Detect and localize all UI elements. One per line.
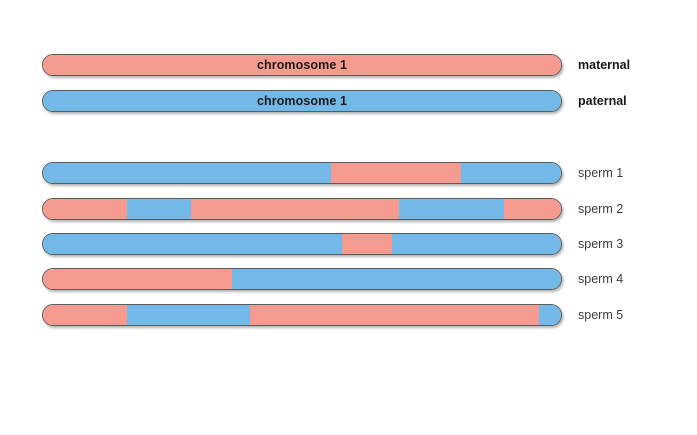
segment-sperm-2-3-paternal (399, 199, 504, 219)
segment-sperm-5-0-maternal (43, 305, 128, 325)
chromosome-row-sperm-2 (42, 198, 562, 220)
segment-paternal-0-paternal (43, 91, 561, 111)
row-label-maternal: maternal (578, 58, 631, 72)
chromosome-bar-maternal: chromosome 1 (42, 54, 562, 76)
chromosome-bar-sperm-5 (42, 304, 562, 326)
chromosome-bar-paternal: chromosome 1 (42, 90, 562, 112)
segment-sperm-4-1-paternal (232, 269, 561, 289)
chromosome-row-sperm-1 (42, 162, 562, 184)
chromosome-row-sperm-5 (42, 304, 562, 326)
chromosome-bar-sperm-4 (42, 268, 562, 290)
segment-sperm-2-4-maternal (504, 199, 561, 219)
segment-sperm-2-0-maternal (43, 199, 128, 219)
chromosome-bar-sperm-2 (42, 198, 562, 220)
segment-sperm-1-2-paternal (460, 163, 561, 183)
chromosome-row-paternal: chromosome 1 (42, 90, 562, 112)
segment-sperm-5-2-maternal (250, 305, 540, 325)
segment-sperm-3-2-paternal (391, 234, 561, 254)
chromosome-bar-sperm-3 (42, 233, 562, 255)
row-label-sperm-4: sperm 4 (578, 272, 624, 286)
segment-sperm-5-4-paternal (539, 305, 561, 325)
row-label-sperm-2: sperm 2 (578, 202, 624, 216)
segment-sperm-3-0-paternal (43, 234, 342, 254)
segment-sperm-1-1-maternal (331, 163, 461, 183)
segment-sperm-2-2-maternal (190, 199, 400, 219)
segment-sperm-1-0-paternal (43, 163, 331, 183)
segment-maternal-0-maternal (43, 55, 561, 75)
row-label-paternal: paternal (578, 94, 627, 108)
chromosome-bar-sperm-1 (42, 162, 562, 184)
chromosome-row-maternal: chromosome 1 (42, 54, 562, 76)
row-label-sperm-5: sperm 5 (578, 308, 624, 322)
segment-sperm-3-1-maternal (341, 234, 392, 254)
segment-sperm-4-0-maternal (43, 269, 233, 289)
segment-sperm-5-1-paternal (127, 305, 251, 325)
row-label-sperm-1: sperm 1 (578, 166, 624, 180)
chromosome-row-sperm-3 (42, 233, 562, 255)
chromosome-row-sperm-4 (42, 268, 562, 290)
segment-sperm-2-1-paternal (127, 199, 191, 219)
row-label-sperm-3: sperm 3 (578, 237, 624, 251)
